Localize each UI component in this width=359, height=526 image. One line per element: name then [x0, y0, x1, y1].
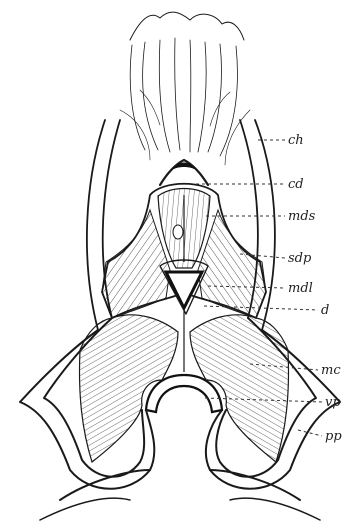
label-mds: mds — [288, 209, 316, 224]
label-mdl: mdl — [288, 281, 313, 296]
outer-frame — [20, 318, 340, 520]
label-cd: cd — [288, 177, 304, 192]
right-lateral-muscle — [198, 210, 266, 318]
dorsal-cap-fill — [172, 163, 196, 171]
label-sdp: sdp — [288, 251, 312, 266]
fibrous-tissue — [120, 12, 250, 165]
left-lateral-muscle — [102, 210, 170, 318]
small-lumen — [173, 225, 183, 239]
label-mc: mc — [321, 363, 341, 378]
label-d: d — [321, 303, 329, 318]
label-vp: vp — [325, 395, 341, 410]
label-ch: ch — [288, 133, 304, 148]
label-pp: pp — [325, 429, 342, 444]
